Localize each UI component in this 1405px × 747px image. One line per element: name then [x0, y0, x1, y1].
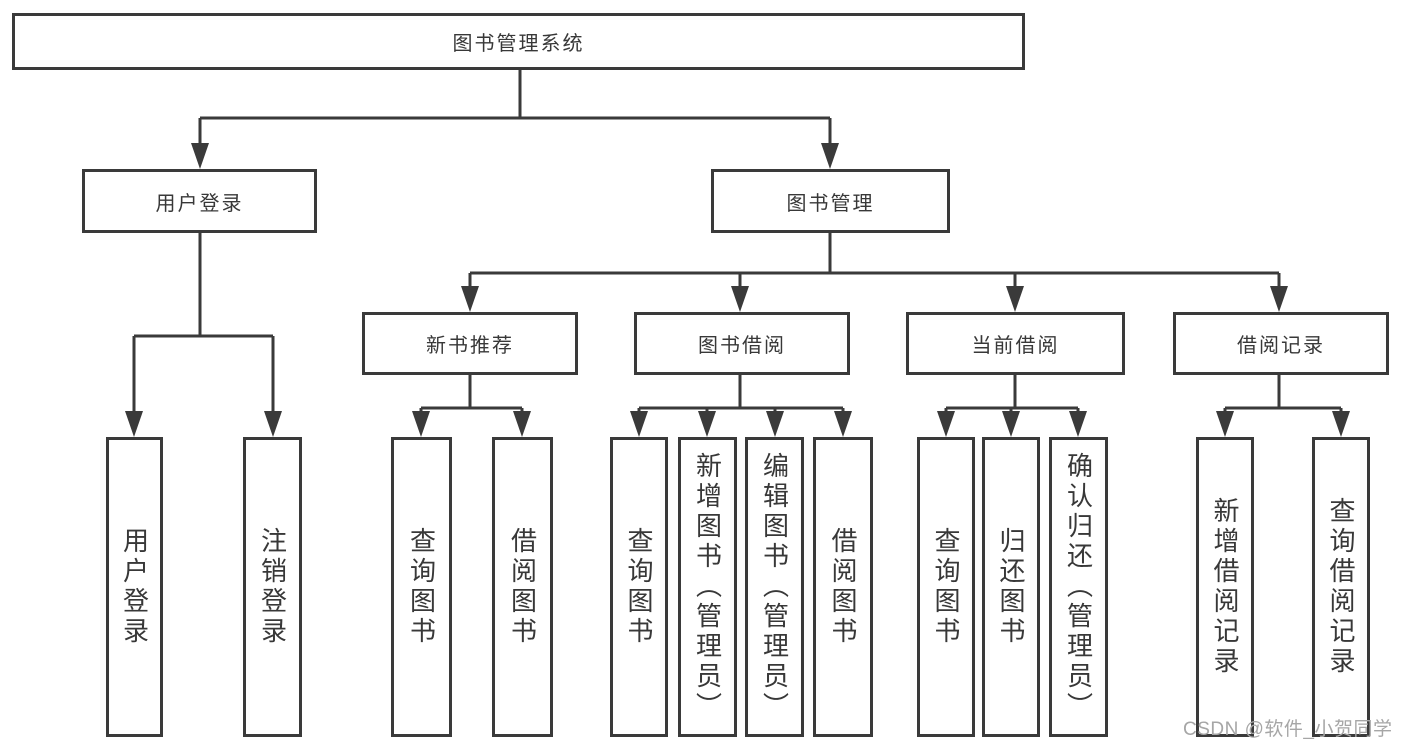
node-current-borrowing: 当前借阅 — [906, 312, 1125, 375]
leaf-query-books-current: 查询图书 — [917, 437, 975, 737]
node-book-management: 图书管理 — [711, 169, 950, 233]
node-book-borrowing: 图书借阅 — [634, 312, 850, 375]
leaf-confirm-return-admin: 确认归还（管理员） — [1049, 437, 1108, 737]
leaf-add-borrow-record: 新增借阅记录 — [1196, 437, 1254, 737]
arrowhead-icons — [125, 143, 1350, 437]
leaf-add-books-admin: 新增图书（管理员） — [678, 437, 737, 737]
leaf-query-books-borrow: 查询图书 — [610, 437, 668, 737]
leaf-logout-login: 注销登录 — [243, 437, 302, 737]
node-root-library-system: 图书管理系统 — [12, 13, 1025, 70]
leaf-query-books-recommend: 查询图书 — [391, 437, 452, 737]
leaf-return-books: 归还图书 — [982, 437, 1040, 737]
leaf-query-borrow-record: 查询借阅记录 — [1312, 437, 1370, 737]
node-new-book-recommend: 新书推荐 — [362, 312, 578, 375]
leaf-borrow-books: 借阅图书 — [813, 437, 873, 737]
leaf-user-login: 用户登录 — [106, 437, 163, 737]
node-borrow-records: 借阅记录 — [1173, 312, 1389, 375]
node-user-login: 用户登录 — [82, 169, 317, 233]
csdn-watermark: CSDN @软件_小贺同学 — [1183, 719, 1393, 740]
leaf-borrow-books-recommend: 借阅图书 — [492, 437, 553, 737]
leaf-edit-books-admin: 编辑图书（管理员） — [745, 437, 804, 737]
